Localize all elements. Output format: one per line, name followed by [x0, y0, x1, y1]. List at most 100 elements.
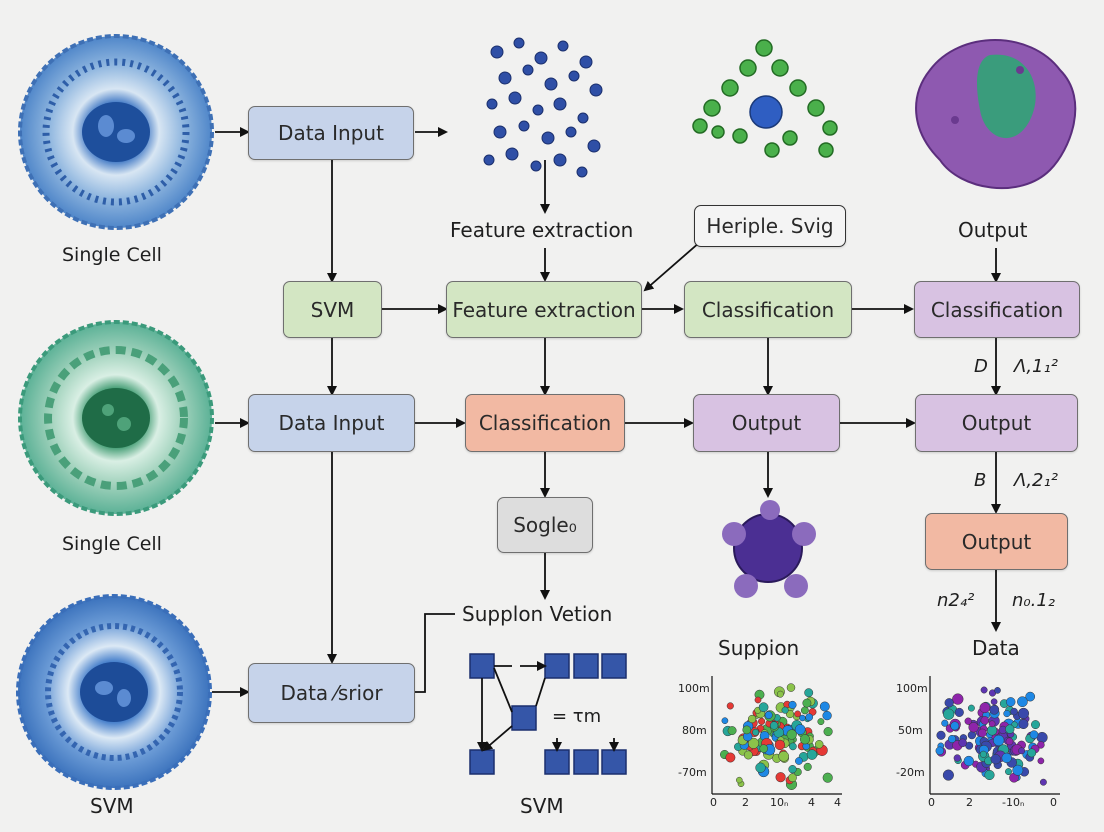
scatter-point — [755, 762, 766, 773]
right-plot-xtick-1: 0 — [928, 796, 935, 809]
scatter-point — [936, 730, 946, 740]
output-label-top: Output — [958, 218, 1028, 242]
scatter-point — [759, 744, 768, 753]
scatter-point — [795, 757, 803, 765]
cell-illustration-bottom — [16, 594, 212, 790]
scatter-point — [993, 734, 1005, 747]
scatter-point — [968, 722, 979, 733]
scatter-point — [758, 702, 769, 713]
left-plot-ytick-3: -70m — [678, 766, 707, 779]
scatter-point — [776, 690, 784, 698]
scatter-point — [1036, 731, 1048, 744]
scatter-point — [1005, 768, 1012, 776]
data-input-box-top: Data Input — [248, 106, 414, 160]
scatter-point — [806, 749, 818, 760]
scatter-point — [941, 719, 949, 727]
scatter-point — [764, 711, 773, 720]
scatter-point — [950, 721, 960, 731]
svm-label-bottom: SVM — [520, 794, 564, 818]
scatter-point — [1031, 720, 1040, 730]
scatter-point — [788, 700, 797, 709]
right-plot-xtick-3: -10ₙ — [1002, 796, 1025, 809]
n24-label: n2₄² — [937, 590, 975, 611]
scatter-point — [814, 740, 824, 749]
output-box-middle: Output — [693, 394, 840, 452]
lambda-1-label: Λ,1₁² — [1014, 356, 1058, 377]
scatter-point — [799, 714, 806, 722]
cluster-illustration-green — [692, 39, 838, 158]
cell-illustration-top — [18, 34, 214, 230]
left-plot-xtick-2: 2 — [742, 796, 749, 809]
scatter-point — [1025, 691, 1036, 702]
scatter-point — [1001, 752, 1012, 764]
scatter-point — [943, 708, 955, 720]
feature-extraction-box: Feature extraction — [446, 281, 642, 338]
scatter-point — [988, 720, 996, 728]
scatter-point — [799, 734, 811, 745]
scatter-point — [794, 710, 801, 718]
left-plot-ytick-2: 80m — [682, 724, 707, 737]
scatter-point — [1039, 778, 1047, 786]
scatter-point — [804, 688, 814, 698]
scatter-point — [727, 726, 737, 736]
scatter-point — [794, 724, 806, 735]
scatter-point — [977, 728, 987, 738]
scatter-point — [775, 772, 786, 783]
scatter-point — [817, 718, 825, 726]
equation-tm-label: = τm — [552, 706, 602, 727]
scatter-point — [800, 706, 809, 715]
scatter-point — [803, 762, 812, 771]
scatter-point — [822, 772, 833, 783]
scatter-point — [1003, 710, 1011, 718]
output-box-orange: Output — [925, 513, 1068, 570]
scatter-point — [1037, 741, 1045, 749]
scatter-point — [1005, 737, 1014, 746]
scatter-point — [1010, 707, 1018, 716]
scatter-plot-left — [711, 676, 842, 795]
scatter-point — [979, 702, 991, 714]
data-input-box-middle: Data Input — [248, 394, 415, 452]
scatter-point — [944, 698, 954, 708]
data-label: Data — [972, 636, 1020, 660]
scatter-point — [967, 730, 977, 740]
scatter-point — [1012, 764, 1024, 776]
lambda-2-label: Λ,2₁² — [1014, 470, 1058, 491]
right-plot-ytick-2: 50m — [898, 724, 923, 737]
supplon-vetion-label: Supplon Vetion — [462, 602, 613, 626]
single-cell-label-top: Single Cell — [62, 244, 162, 266]
classification-box-purple: Classification — [914, 281, 1080, 338]
data-fusion-box: Data ⁄srior — [248, 663, 415, 723]
scatter-point — [781, 706, 789, 714]
scatter-point — [990, 754, 1001, 765]
scatter-point — [788, 773, 797, 783]
scatter-point — [721, 717, 729, 725]
svm-network-illustration — [469, 653, 627, 775]
feature-extraction-label: Feature extraction — [450, 218, 634, 242]
left-plot-xtick-1: 0 — [710, 796, 717, 809]
scatter-point — [788, 765, 797, 774]
right-plot-xtick-4: 0 — [1050, 796, 1057, 809]
left-plot-xtick-5: 4 — [834, 796, 841, 809]
scatter-point — [774, 739, 786, 751]
scatter-plot-right — [929, 676, 1060, 795]
scatter-point — [778, 750, 790, 762]
scatter-point — [758, 717, 766, 725]
scatter-point — [1029, 730, 1039, 740]
scatter-point — [747, 714, 757, 724]
cluster-illustration-middle — [722, 500, 816, 598]
scatter-point — [802, 698, 812, 708]
scatter-point — [805, 713, 814, 722]
output-box-right: Output — [915, 394, 1078, 452]
scatter-point — [819, 701, 830, 712]
left-plot-xtick-4: 4 — [808, 796, 815, 809]
scatter-point — [785, 710, 795, 719]
scatter-point — [786, 729, 797, 740]
scatter-point — [1005, 697, 1016, 707]
scatter-point — [823, 727, 833, 737]
heriple-callout-box: Heriple. Svig — [694, 205, 846, 247]
scatter-point — [984, 769, 995, 781]
cluster-illustration-purple — [915, 39, 1077, 190]
b-letter-label: B — [974, 470, 987, 491]
scatter-point — [958, 738, 967, 748]
